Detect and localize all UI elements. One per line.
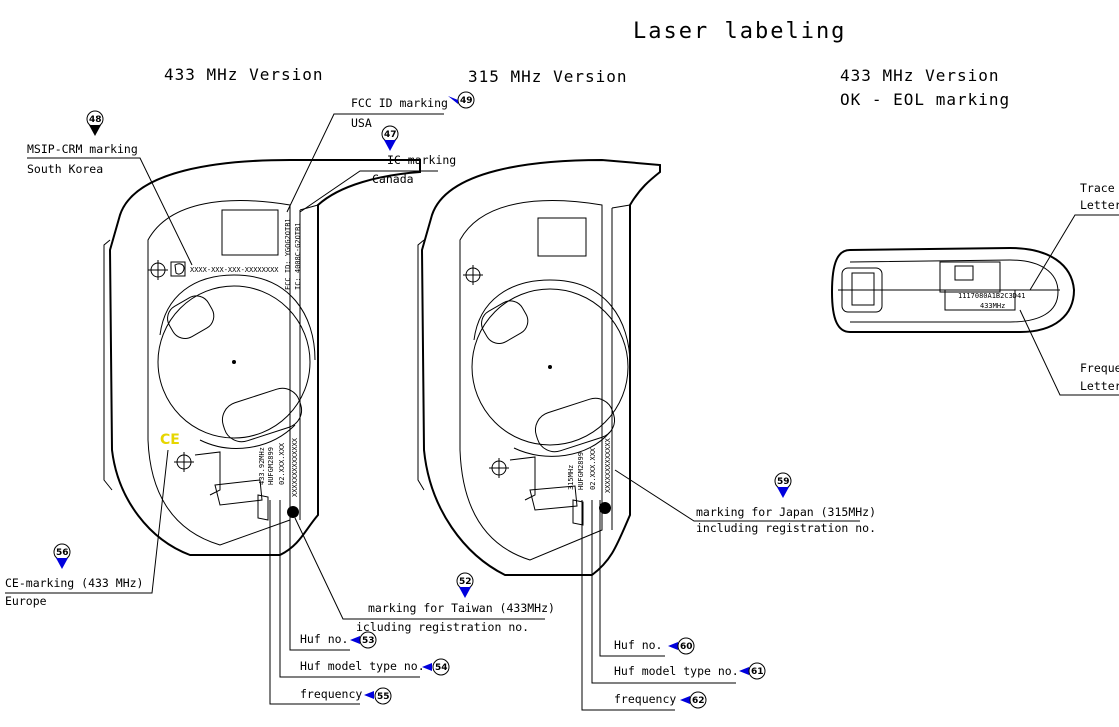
svg-text:FCC ID marking: FCC ID marking (351, 96, 448, 110)
svg-text:47: 47 (384, 130, 397, 140)
right-key-fob-side: 1117080A1B2C3D41 433MHz (830, 214, 1119, 396)
mid-serial-text: XXXXXXXXXXXXX (604, 437, 612, 493)
svg-text:USA: USA (351, 116, 372, 130)
callout-freq-right: Freque Letter (1080, 361, 1119, 393)
svg-text:Letter: Letter (1080, 198, 1119, 212)
svg-text:60: 60 (680, 642, 693, 652)
eol-line1: 1117080A1B2C3D41 (958, 292, 1025, 300)
left-key-fob: XXXX-XXX-XXX-XXXXXXXX FCC ID: YGOG2OTB1 … (103, 159, 421, 556)
svg-text:Huf model type no.: Huf model type no. (614, 664, 739, 678)
kc-number: XXXX-XXX-XXX-XXXXXXXX (190, 266, 279, 274)
svg-text:Huf model type no.: Huf model type no. (300, 659, 425, 673)
svg-text:48: 48 (89, 115, 102, 125)
svg-text:icluding registration no.: icluding registration no. (356, 620, 529, 634)
callout-huf-model-left: Huf model type no. 54 (279, 500, 450, 678)
svg-text:marking for Japan (315MHz): marking for Japan (315MHz) (696, 505, 876, 519)
taiwan-mark-icon (287, 506, 299, 518)
mid-hufno-text: 02.XXX.XXX (589, 447, 597, 490)
svg-text:49: 49 (460, 96, 473, 106)
left-hufno-text: 02.XXX.XXX (278, 442, 286, 485)
svg-text:marking for Taiwan (433MHz): marking for Taiwan (433MHz) (368, 601, 555, 615)
svg-text:54: 54 (435, 663, 448, 673)
svg-text:53: 53 (362, 636, 375, 646)
svg-text:56: 56 (56, 548, 69, 558)
svg-text:including registration no.: including registration no. (696, 521, 876, 535)
callout-huf-model-mid: Huf model type no. 61 (591, 500, 766, 684)
svg-text:55: 55 (377, 692, 390, 702)
heading-eol: OK - EOL marking (840, 90, 1010, 109)
heading-433-left: 433 MHz Version (164, 65, 324, 84)
heading-433-right: 433 MHz Version (840, 66, 1000, 85)
left-freq-text: 433.92MHz (258, 447, 266, 485)
callout-ic: 47 IC marking Canada (299, 125, 456, 213)
svg-text:Huf no.: Huf no. (614, 638, 662, 652)
callout-freq-left: frequency 55 (269, 500, 392, 705)
svg-text:61: 61 (751, 667, 764, 677)
svg-text:South Korea: South Korea (27, 162, 103, 176)
svg-text:52: 52 (459, 577, 472, 587)
callout-fcc: 49 FCC ID marking USA (286, 91, 475, 213)
ic-id-text: IC: 4008C-G2OTB1 (294, 223, 302, 290)
svg-text:Europe: Europe (5, 594, 47, 608)
svg-text:59: 59 (777, 477, 790, 487)
callout-msip: 48 MSIP-CRM marking South Korea (27, 110, 193, 266)
svg-text:Canada: Canada (372, 172, 414, 186)
callout-japan: 59 marking for Japan (315MHz) including … (614, 469, 876, 535)
svg-text:Huf no.: Huf no. (300, 632, 348, 646)
middle-key-fob: 315MHz HUFGM2899 02.XXX.XXX XXXXXXXXXXXX… (417, 158, 661, 576)
svg-text:CE-marking (433 MHz): CE-marking (433 MHz) (5, 576, 143, 590)
ce-mark: CE (160, 432, 180, 448)
svg-text:Letter: Letter (1080, 379, 1119, 393)
svg-text:IC marking: IC marking (387, 153, 456, 167)
svg-text:frequency: frequency (614, 692, 676, 706)
fcc-id-text: FCC ID: YGOG2OTB1 (284, 218, 292, 290)
japan-mark-icon (599, 502, 611, 514)
callout-huf-no-left: Huf no. 53 (289, 500, 377, 651)
callout-trace: Trace Letter (1080, 181, 1119, 212)
left-serial-text: XXXXXXXXXXXXXX (291, 437, 299, 497)
mid-freq-text: 315MHz (567, 465, 575, 490)
svg-text:Freque: Freque (1080, 361, 1119, 375)
callout-taiwan: 52 marking for Taiwan (433MHz) icluding … (294, 517, 555, 634)
heading-315: 315 MHz Version (468, 67, 628, 86)
svg-text:62: 62 (692, 696, 705, 706)
svg-text:frequency: frequency (300, 687, 362, 701)
mid-model-text: HUFGM2899 (577, 452, 585, 490)
left-model-text: HUFGM2899 (267, 447, 275, 485)
callout-freq-mid: frequency 62 (581, 500, 707, 711)
page-title: Laser labeling (633, 19, 846, 44)
callout-huf-no-mid: Huf no. 60 (599, 500, 695, 657)
svg-text:MSIP-CRM marking: MSIP-CRM marking (27, 142, 138, 156)
svg-text:Trace: Trace (1080, 181, 1115, 195)
callout-ce: 56 CE-marking (433 MHz) Europe (5, 449, 169, 608)
eol-line2: 433MHz (980, 302, 1005, 310)
